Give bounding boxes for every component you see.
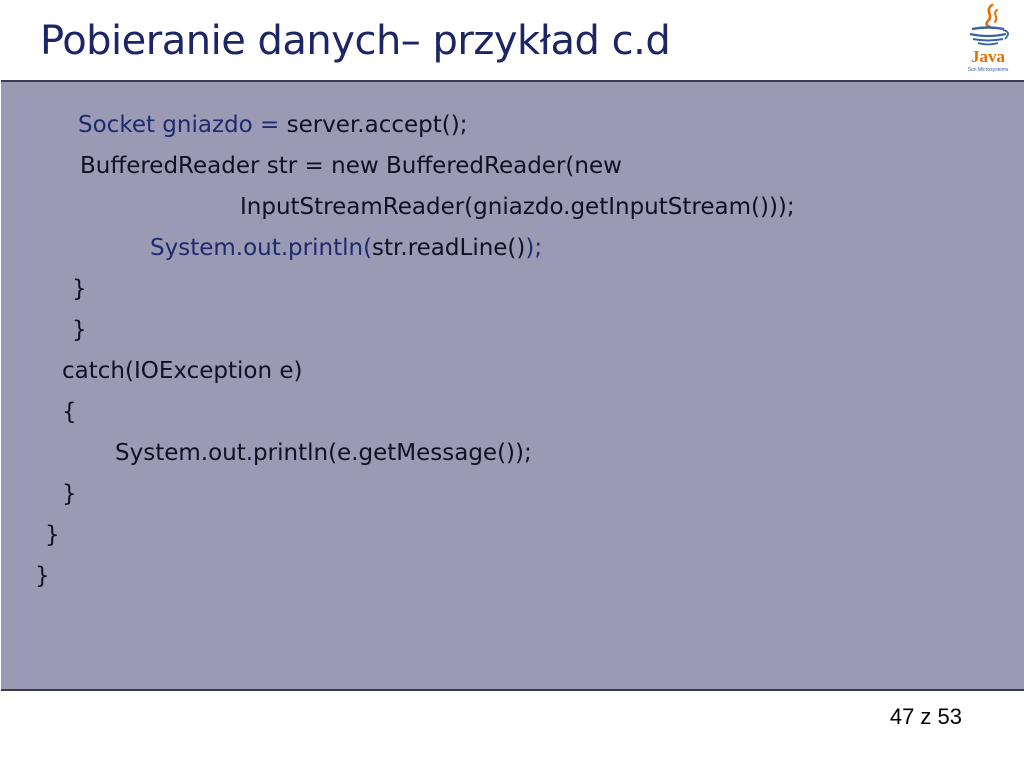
code-line-7: catch(IOException e) — [62, 358, 303, 384]
code-line-1-part-b: server.accept(); — [286, 112, 468, 138]
code-line-11: } — [45, 522, 60, 548]
code-panel: Socket gniazdo = server.accept(); Buffer… — [1, 80, 1024, 691]
code-line-5: } — [72, 276, 87, 302]
slide-title: Pobieranie danych– przykład c.d — [40, 18, 671, 64]
code-line-2: BufferedReader str = new BufferedReader(… — [80, 153, 622, 179]
code-line-1: Socket gniazdo = server.accept(); — [78, 114, 467, 137]
code-line-9: System.out.println(e.getMessage()); — [115, 440, 532, 466]
code-line-3: InputStreamReader(gniazdo.getInputStream… — [240, 194, 795, 220]
java-logo-subtext: Sun Microsystems — [968, 67, 1009, 73]
code-line-1-part-a: Socket gniazdo = — [78, 112, 287, 138]
code-line-4: System.out.println(str.readLine()); — [150, 237, 542, 260]
code-line-8: { — [62, 399, 77, 425]
code-line-6: } — [72, 317, 87, 343]
code-line-4-part-c: ); — [525, 235, 543, 261]
code-line-12: } — [35, 563, 50, 589]
java-logo-icon: Java Sun Microsystems — [968, 3, 1009, 73]
page-number: 47 z 53 — [889, 704, 962, 729]
java-logo-text: Java — [971, 47, 1006, 66]
code-line-10: } — [62, 481, 77, 507]
code-line-4-part-a: System.out.println( — [150, 235, 373, 261]
code-line-4-part-b: str.readLine() — [372, 235, 526, 261]
